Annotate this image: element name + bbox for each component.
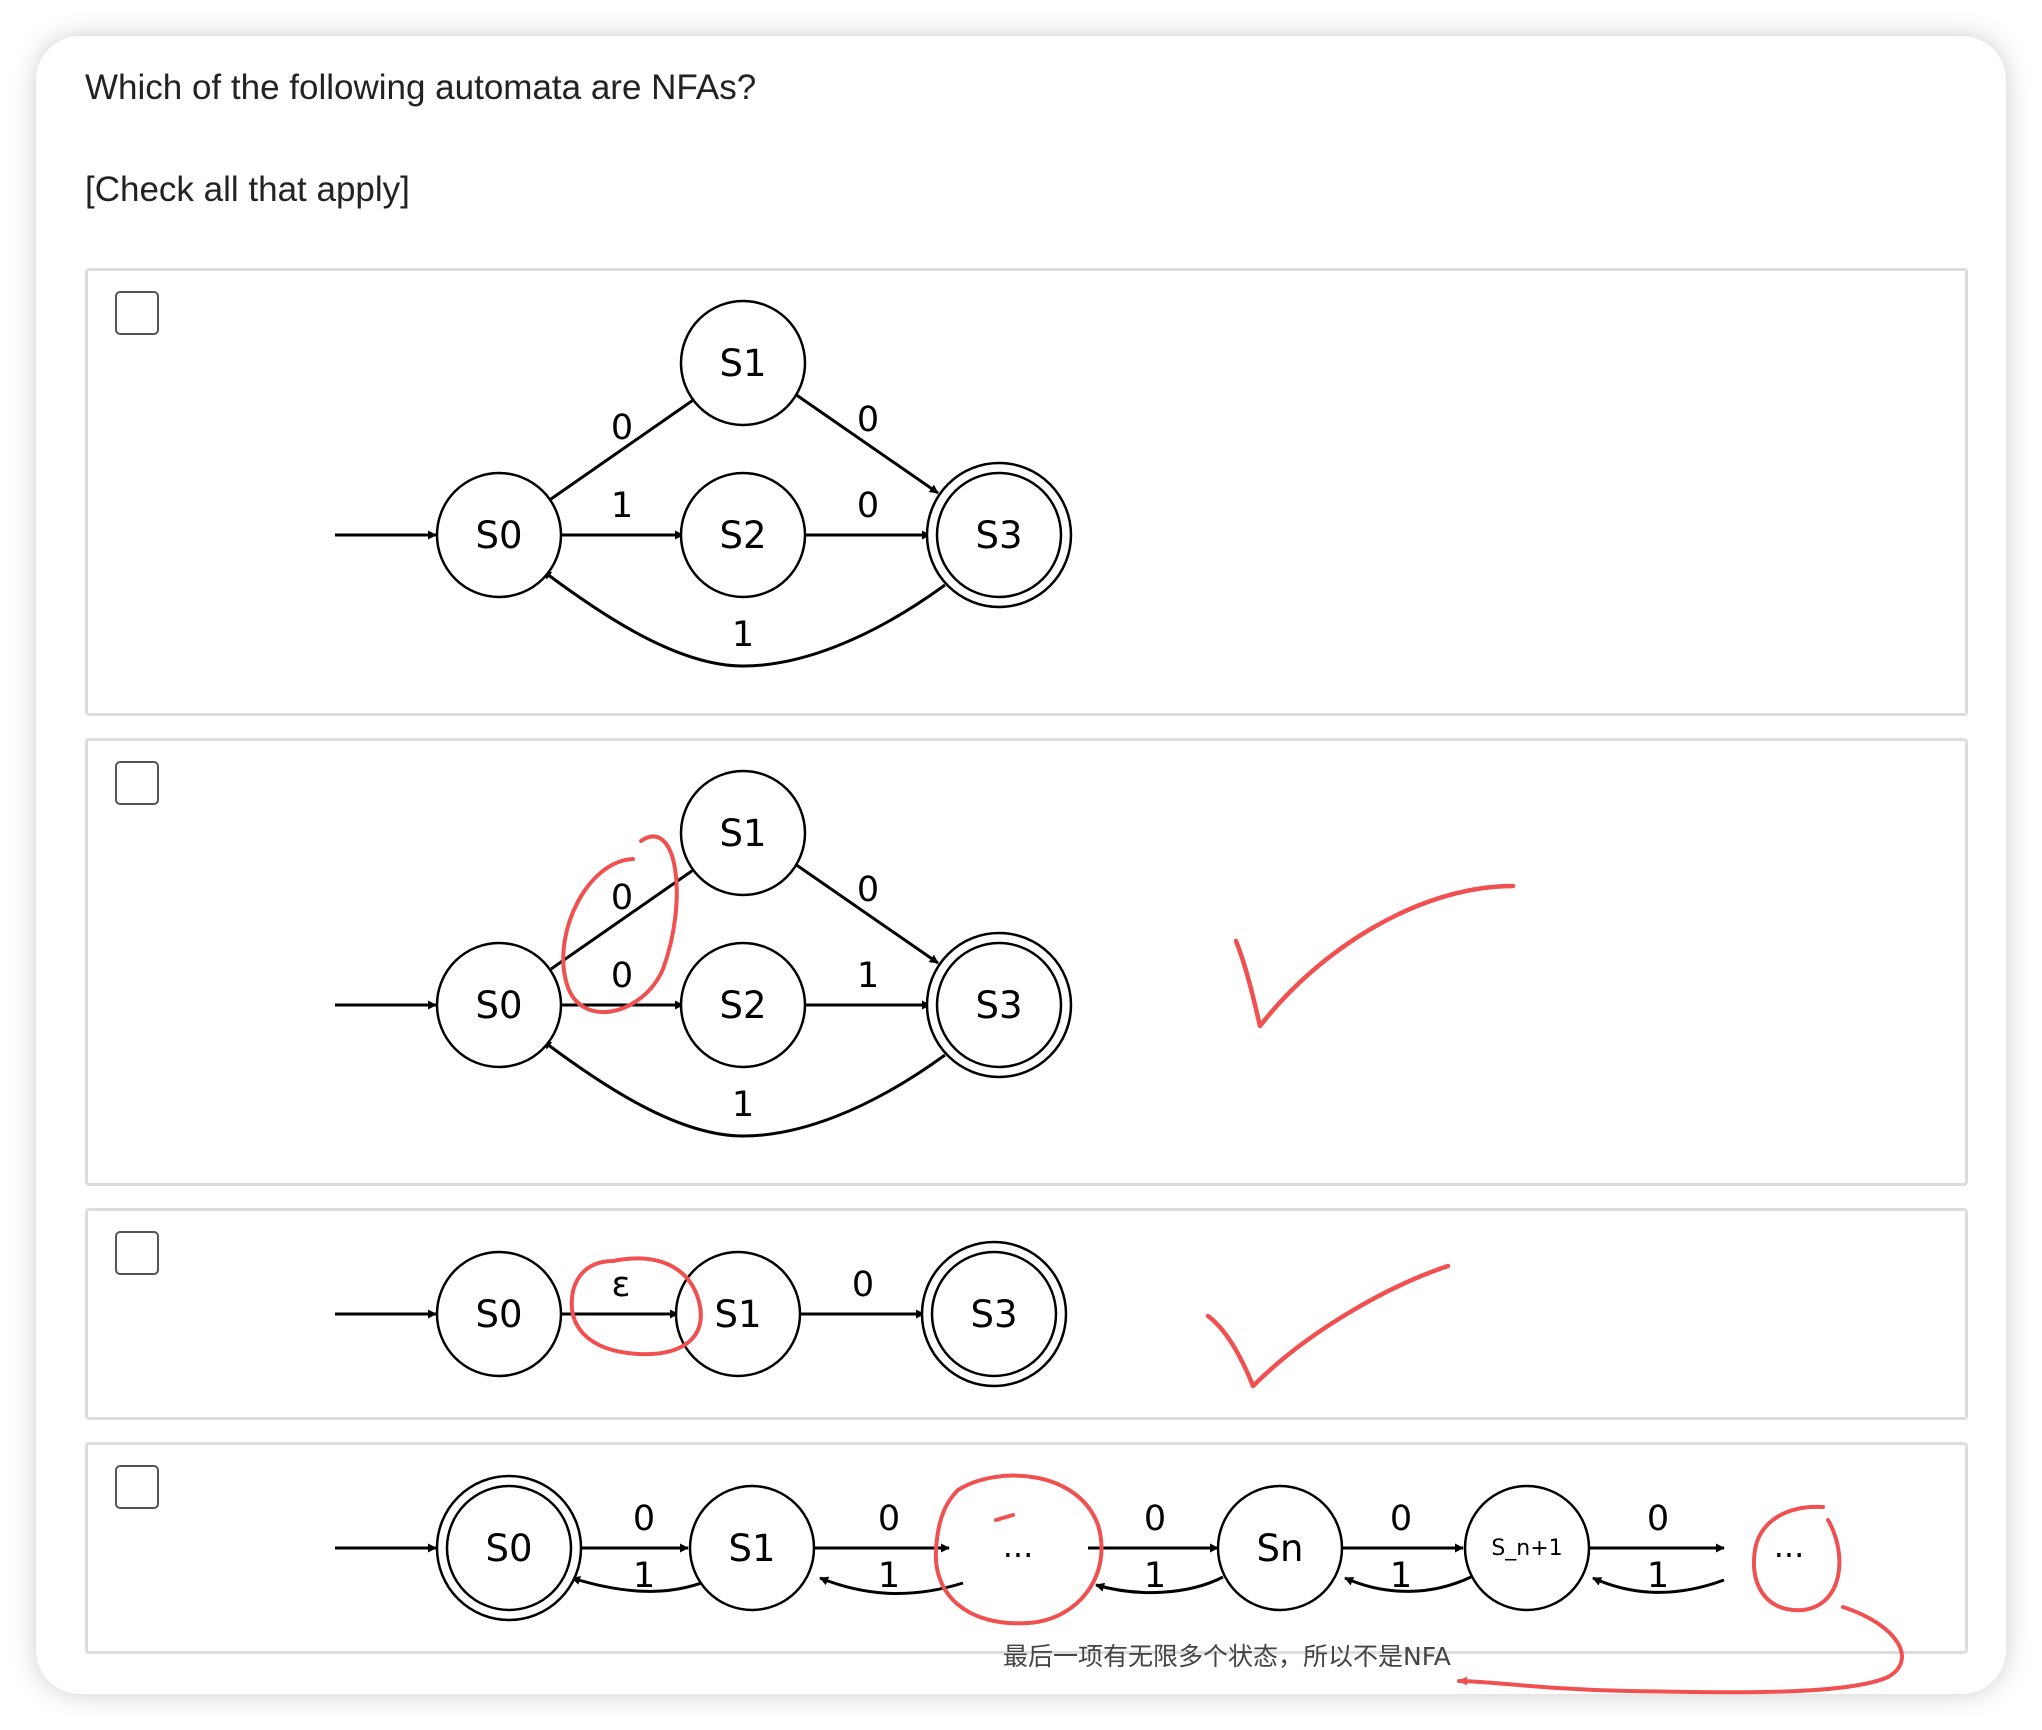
state-s0-label: S0 (475, 514, 522, 557)
state-s0-inner-ring (445, 1484, 573, 1612)
ellipsis-middle: ... (1003, 1527, 1034, 1565)
edge-s0-s1-label: 0 (611, 408, 633, 448)
state-s3-accepting (925, 461, 1073, 609)
automaton-diagram-1: S0 S1 S2 S3 0 1 0 0 1 (335, 299, 1073, 668)
state-sn (1216, 1484, 1344, 1612)
edge-s1-s3 (794, 862, 939, 965)
state-s0-label: S0 (475, 1293, 522, 1336)
automaton-diagram-2: S0 S1 S2 S3 0 0 0 1 1 (335, 769, 1516, 1138)
ink-circle-ellipsis-end (1751, 1504, 1842, 1613)
state-s2 (679, 941, 807, 1069)
edge-s0-s1 (550, 864, 700, 971)
option-3-checkbox[interactable] (115, 1231, 159, 1275)
state-s3-inner-ring (935, 471, 1063, 599)
option-2[interactable]: S0 S1 S2 S3 0 0 0 1 1 (85, 738, 1968, 1186)
option-3[interactable]: S0 S1 S3 ε 0 (85, 1208, 1968, 1420)
ellipsis-end: ... (1774, 1527, 1805, 1565)
automaton-diagram-4: S0 S1 ... Sn S_n+1 ... 0 1 0 1 0 1 0 1 0… (335, 1473, 1904, 1695)
edge-s3-s0-label: 1 (732, 1085, 754, 1125)
edge-label-backward-1: 1 (633, 1556, 655, 1596)
option-2-checkbox[interactable] (115, 761, 159, 805)
edge-label-backward-3: 1 (1144, 1556, 1166, 1596)
state-s0-accepting (435, 1474, 583, 1622)
edge-label-forward-5: 0 (1647, 1499, 1669, 1539)
state-s2-label: S2 (719, 984, 766, 1027)
state-s3-inner-ring (930, 1250, 1058, 1378)
ink-checkmark (1205, 1263, 1451, 1389)
option-4-checkbox[interactable] (115, 1465, 159, 1509)
state-s0 (435, 1250, 563, 1378)
edge-dots-sn1 (1592, 1576, 1725, 1594)
edge-s1-s3-label: 0 (857, 400, 879, 440)
state-sn1-label: S_n+1 (1491, 1536, 1562, 1561)
edge-s2-s3-label: 0 (857, 486, 879, 526)
edge-label-forward-2: 0 (878, 1499, 900, 1539)
state-s1 (688, 1484, 816, 1612)
edge-label-forward-1: 0 (633, 1499, 655, 1539)
handwritten-note: 最后一项有无限多个状态，所以不是NFA (1003, 1642, 1451, 1671)
edge-s0-s2-label: 1 (611, 486, 633, 526)
state-s3-accepting (925, 931, 1073, 1079)
edge-s1-s3 (794, 392, 939, 495)
state-s3-accepting (920, 1240, 1068, 1388)
edge-s3-s0 (542, 569, 946, 668)
state-s0-label: S0 (485, 1527, 532, 1570)
edge-s0-s1-label: ε (612, 1265, 631, 1305)
edge-s1-s3-label: 0 (857, 870, 879, 910)
state-s1-label: S1 (728, 1527, 775, 1570)
ink-circle-epsilon (569, 1256, 703, 1357)
edge-s0-s2-label: 0 (611, 956, 633, 996)
state-s3-label: S3 (975, 984, 1022, 1027)
state-s1-label: S1 (714, 1293, 761, 1336)
state-s0 (435, 941, 563, 1069)
edge-s3-s0-label: 1 (732, 615, 754, 655)
automaton-diagram-3: S0 S1 S3 ε 0 (335, 1240, 1451, 1389)
state-s1 (679, 769, 807, 897)
edge-label-forward-4: 0 (1390, 1499, 1412, 1539)
edge-s1-s3-label: 0 (852, 1265, 874, 1305)
ink-arrow-to-note (1457, 1605, 1904, 1695)
edge-s0-s1-label: 0 (611, 878, 633, 918)
ink-circle-ellipsis-middle (933, 1473, 1104, 1626)
state-s1 (674, 1250, 802, 1378)
state-s0-label: S0 (475, 984, 522, 1027)
state-s3-label: S3 (970, 1293, 1017, 1336)
edge-s2-s3-label: 1 (857, 956, 879, 996)
ink-circle-nondeterminism (561, 834, 679, 1015)
edge-label-backward-4: 1 (1390, 1556, 1412, 1596)
question-prompt: Which of the following automata are NFAs… (85, 68, 757, 107)
edge-label-backward-5: 1 (1647, 1556, 1669, 1596)
state-sn1 (1463, 1484, 1591, 1612)
edge-label-backward-2: 1 (878, 1556, 900, 1596)
ink-checkmark (1233, 883, 1516, 1029)
edge-s3-s0 (542, 1039, 946, 1138)
state-s0 (435, 471, 563, 599)
state-s1-label: S1 (719, 812, 766, 855)
question-instruction: [Check all that apply] (85, 170, 410, 209)
edge-sn-dots (1095, 1575, 1224, 1595)
state-sn-label: Sn (1257, 1527, 1304, 1570)
state-s1-label: S1 (719, 342, 766, 385)
option-4[interactable]: S0 S1 ... Sn S_n+1 ... 0 1 0 1 0 1 0 1 0… (85, 1442, 1968, 1695)
option-1[interactable]: S0 S1 S2 S3 0 1 0 0 1 (85, 268, 1968, 716)
option-1-checkbox[interactable] (115, 291, 159, 335)
state-s2 (679, 471, 807, 599)
state-s1 (679, 299, 807, 427)
edge-s0-s1 (550, 394, 700, 501)
state-s3-label: S3 (975, 514, 1022, 557)
edge-label-forward-3: 0 (1144, 1499, 1166, 1539)
state-s2-label: S2 (719, 514, 766, 557)
edge-sn1-sn (1344, 1575, 1472, 1593)
ink-tick-mark (994, 1513, 1015, 1522)
state-s3-inner-ring (935, 941, 1063, 1069)
